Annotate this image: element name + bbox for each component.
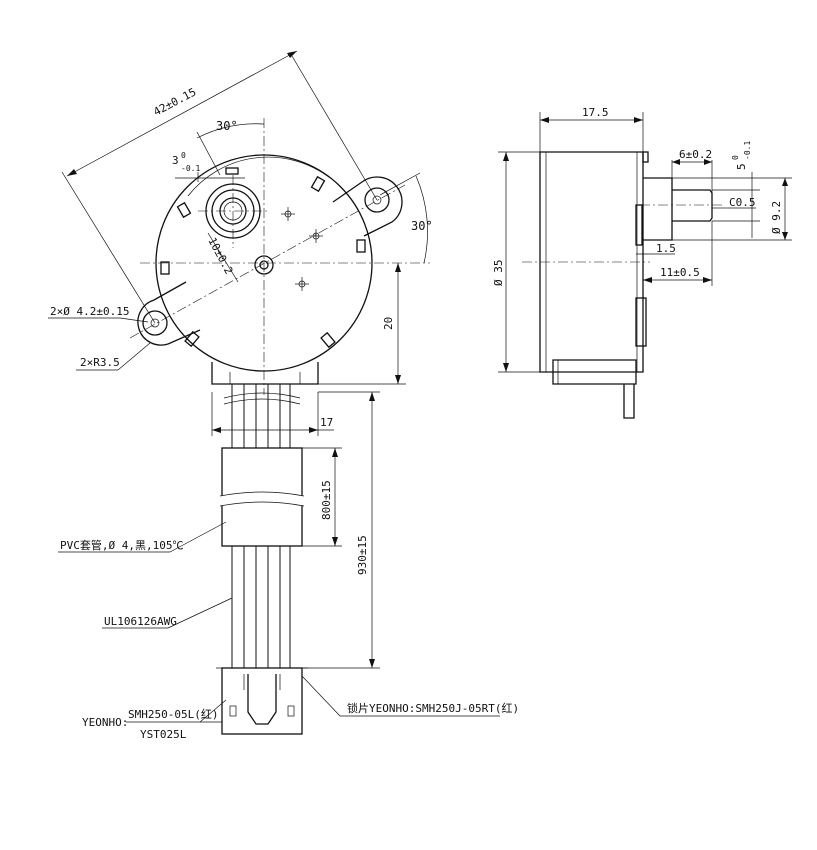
- dim-3-label: 3: [172, 154, 179, 167]
- shaft-boss: [643, 177, 673, 241]
- dim-5-tol-sub: -0.1: [743, 141, 752, 160]
- dim-800: 800±15: [302, 447, 342, 547]
- dim-17-5: 17.5: [539, 106, 644, 152]
- flange-outline: [137, 176, 403, 346]
- dim-11: 11±0.5: [643, 221, 713, 286]
- dim-800-label: 800±15: [320, 480, 333, 520]
- center-pivot: [254, 255, 274, 275]
- dim-d92-label: Ø 9.2: [770, 201, 783, 234]
- dim-1-5: 1.5: [636, 242, 676, 260]
- dim-1-5-label: 1.5: [656, 242, 676, 255]
- dim-30-right: 30°: [379, 172, 433, 264]
- dim-5-label: 5: [735, 163, 748, 170]
- dim-6-label: 6±0.2: [679, 148, 712, 161]
- dim-42-label: 42±0.15: [151, 85, 198, 118]
- cable-exit: [211, 362, 319, 385]
- radius-callout-label: 2×R3.5: [80, 356, 120, 369]
- yeonho-housing: SMH250-05L(红): [128, 708, 218, 721]
- dim-30-top-label: 30°: [216, 119, 238, 133]
- connector-housing: [221, 667, 303, 735]
- dim-10-label: 10±0.2: [205, 235, 235, 276]
- dim-3-tol-sup: 0: [181, 151, 186, 160]
- dim-3: 3 0 -0.1: [172, 151, 245, 182]
- dim-17-label: 17: [320, 416, 333, 429]
- dim-10: 10±0.2: [205, 232, 239, 283]
- dim-30-right-label: 30°: [411, 219, 433, 233]
- yeonho-prefix: YEONHO:: [82, 716, 128, 729]
- dim-c05-label: C0.5: [729, 196, 756, 209]
- dim-17-5-label: 17.5: [582, 106, 609, 119]
- dim-c05: C0.5: [712, 196, 756, 209]
- dim-5-tol-sup: 0: [731, 155, 740, 160]
- dim-930: 930±15: [302, 391, 380, 669]
- dim-d92: Ø 9.2: [672, 177, 792, 241]
- mount-hole-right: [364, 187, 390, 213]
- yeonho-callout: YEONHO: SMH250-05L(红) YST025L: [82, 699, 227, 741]
- dim-930-label: 930±15: [356, 535, 369, 575]
- lock-callout: 锁片YEONHO:SMH250J-05RT(红): [301, 675, 519, 717]
- dim-5: 5 0 -0.1: [712, 141, 760, 238]
- dim-20-label: 20: [382, 317, 395, 330]
- dim-6: 6±0.2: [671, 148, 713, 193]
- hole-callout: 2×Ø 4.2±0.15: [48, 305, 149, 323]
- dim-d35: Ø 35: [492, 151, 540, 373]
- pvc-label: PVC套管,Ø 4,黑,105℃: [60, 538, 183, 552]
- dim-20: 20: [318, 263, 406, 385]
- dim-17: 17: [211, 392, 334, 436]
- mount-hole-left: [142, 310, 168, 336]
- pvc-callout: PVC套管,Ø 4,黑,105℃: [58, 521, 227, 553]
- ul-callout: UL106126AWG: [102, 597, 233, 629]
- yeonho-terminal: YST025L: [140, 728, 187, 741]
- front-view: [129, 118, 430, 395]
- dim-30-top: 30°: [196, 119, 265, 176]
- dim-d35-label: Ø 35: [492, 260, 505, 287]
- dim-3-tol-sub: -0.1: [181, 164, 200, 173]
- side-view: [522, 151, 722, 419]
- side-body: [539, 151, 644, 373]
- hole-callout-label: 2×Ø 4.2±0.15: [50, 305, 129, 318]
- shaft: [672, 189, 713, 222]
- ul-label: UL106126AWG: [104, 615, 177, 628]
- dim-11-label: 11±0.5: [660, 266, 700, 279]
- radius-callout: 2×R3.5: [76, 342, 151, 371]
- side-connector: [552, 359, 637, 385]
- cable-assembly: [216, 384, 308, 735]
- lock-label: 锁片YEONHO:SMH250J-05RT(红): [347, 701, 519, 715]
